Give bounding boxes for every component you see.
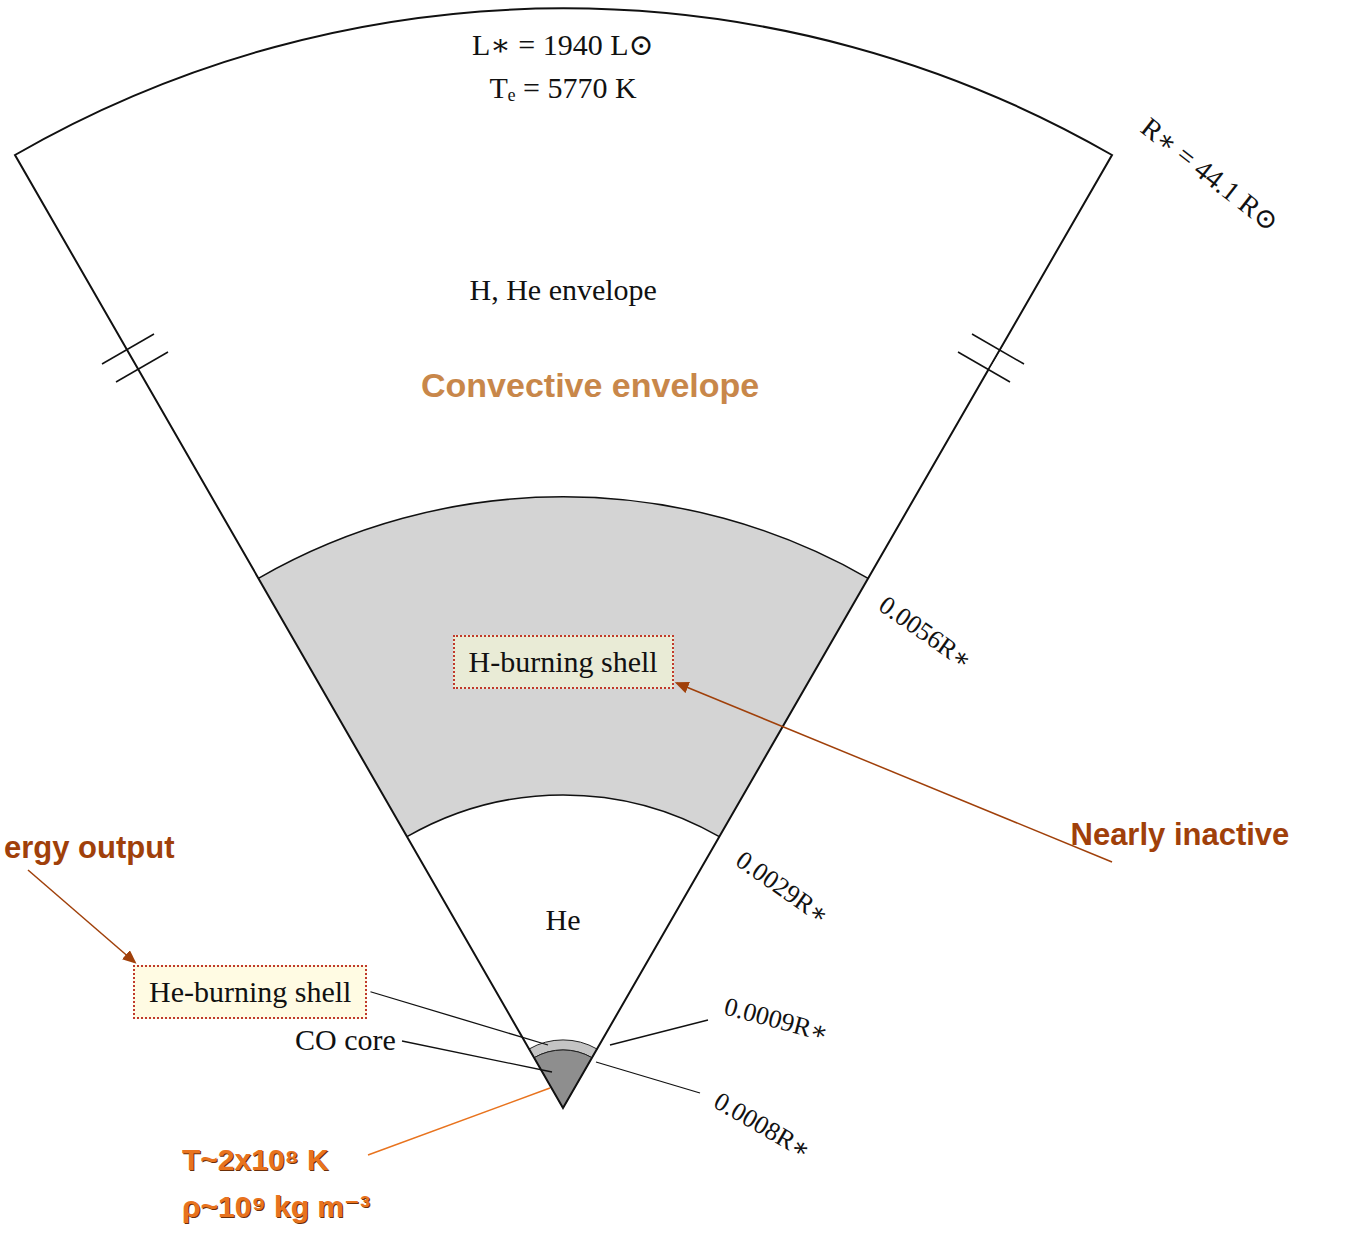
wedge-outline: [15, 8, 1112, 1108]
leader-line: [370, 992, 548, 1045]
radius-label: R∗ = 44.1 R⊙: [1135, 111, 1285, 238]
leader-line: [610, 1020, 708, 1045]
radius-label: 0.0056R∗: [873, 590, 977, 676]
callout-arrow: [28, 870, 135, 963]
shell-boundary: [258, 497, 868, 578]
annotation: ergy output: [4, 830, 175, 866]
break-gap: [993, 345, 1010, 373]
annotation: T~2x10⁸ K: [182, 1143, 329, 1178]
break-gap: [116, 345, 133, 373]
break-mark: [958, 352, 1010, 382]
radius-label: 0.0029R∗: [730, 845, 834, 931]
luminosity-label: L∗ = 1940 L⊙: [472, 28, 654, 63]
region-label: H, He envelope: [470, 273, 657, 308]
radius-label: 0.0009R∗: [720, 992, 831, 1048]
break-mark: [972, 334, 1024, 364]
region-label: CO core: [295, 1023, 396, 1058]
leader-line: [368, 1088, 550, 1155]
co-core-region: [534, 1050, 592, 1108]
annotation: ρ~10⁹ kg m⁻³: [182, 1190, 370, 1225]
leader-line: [402, 1041, 552, 1072]
region-label: He: [546, 903, 581, 938]
process-box: He-burning shell: [133, 965, 367, 1020]
shell-boundary: [407, 795, 719, 837]
envelope-region: [15, 8, 1112, 1108]
h-shell-band: [258, 497, 868, 837]
leader-line: [596, 1062, 700, 1093]
annotation: Convective envelope: [421, 366, 759, 405]
process-box: H-burning shell: [453, 635, 674, 690]
radius-label: 0.0008R∗: [708, 1086, 815, 1165]
box-text: H-burning shell: [469, 645, 658, 680]
box-text: He-burning shell: [149, 975, 351, 1010]
annotation: Nearly inactive: [1071, 817, 1290, 853]
break-mark: [116, 352, 168, 382]
temperature-label: Tₑ = 5770 K: [490, 71, 637, 106]
break-mark: [102, 334, 154, 364]
callout-arrow: [677, 683, 1112, 862]
